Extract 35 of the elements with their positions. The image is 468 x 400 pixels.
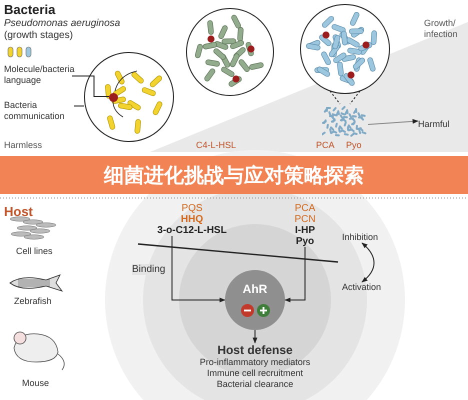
annotation-text: Inhibition bbox=[342, 232, 402, 243]
receptor-label: AhR bbox=[242, 282, 268, 296]
molecule-label: PCA bbox=[316, 140, 335, 151]
molecule-label: PCN bbox=[294, 214, 316, 225]
arrow bbox=[362, 242, 374, 282]
section-heading: Bacteria bbox=[4, 2, 56, 17]
section-heading: Host defense bbox=[217, 343, 293, 357]
outcome-label: Harmless bbox=[4, 140, 42, 151]
molecule-label: Pyo bbox=[296, 236, 314, 247]
model-label: Cell lines bbox=[16, 246, 53, 257]
effect-list: Pro-inflammatory mediators Immune cell recruitment Bacterial clearance bbox=[194, 357, 316, 390]
edge-label: Binding bbox=[132, 264, 166, 275]
molecule-label: I-HP bbox=[295, 225, 315, 236]
arrow bbox=[172, 236, 226, 302]
arrow bbox=[368, 118, 419, 125]
model-label: Zebrafish bbox=[14, 296, 52, 307]
molecule-label: Pyo bbox=[346, 140, 362, 151]
molecule-label: PQS bbox=[181, 203, 203, 214]
molecule-label: 3-o-C12-L-HSL bbox=[157, 225, 227, 236]
leader-line bbox=[72, 76, 110, 97]
molecule-label: HHQ bbox=[180, 214, 204, 225]
section-heading: Host bbox=[4, 204, 33, 219]
molecule-label: PCA bbox=[294, 203, 316, 214]
region-label: Growth/ infection bbox=[424, 18, 459, 40]
annotation-text: Molecule/bacteria language bbox=[4, 64, 72, 86]
annotation-text: Activation bbox=[342, 282, 402, 293]
zoom-guide-line bbox=[330, 90, 360, 104]
model-label: Mouse bbox=[22, 378, 50, 389]
annotation-text: Bacteria communication bbox=[4, 100, 74, 122]
title-banner: 细菌进化挑战与应对策略探索 bbox=[0, 156, 468, 194]
annotation-text: Harmful bbox=[418, 119, 468, 130]
molecule-label: C4-L-HSL bbox=[196, 140, 236, 151]
species-note: Pseudomonas aeruginosa (growth stages) bbox=[4, 18, 122, 42]
arrow bbox=[284, 246, 306, 302]
arrow bbox=[252, 330, 258, 344]
